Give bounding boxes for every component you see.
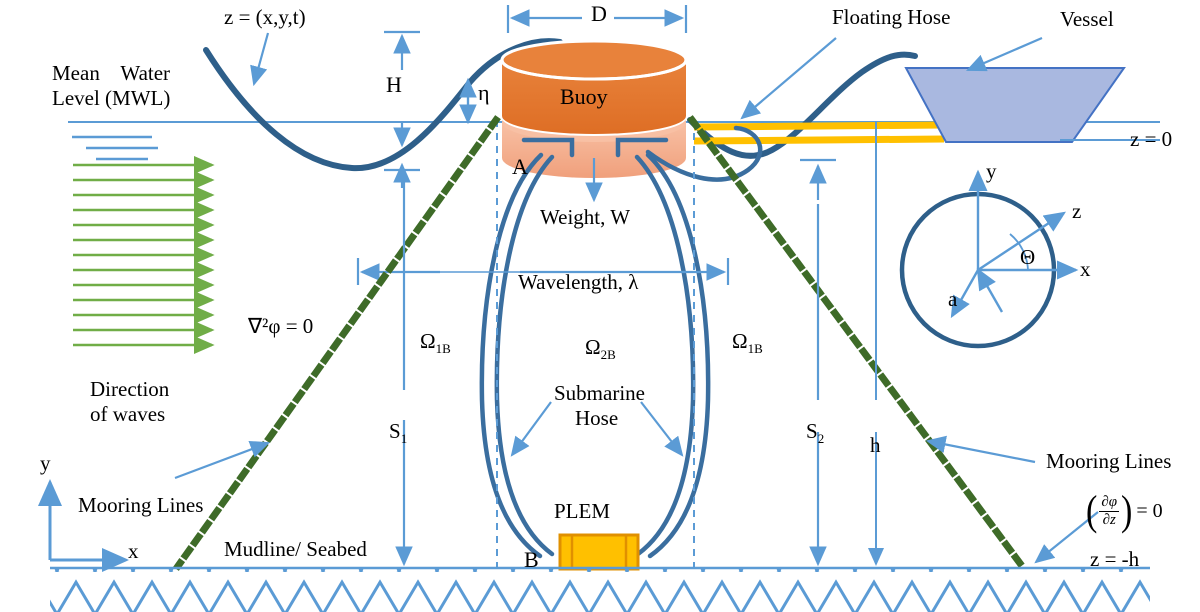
water-depth-label: h bbox=[870, 433, 881, 457]
wave-height-dimension bbox=[384, 30, 420, 188]
mooring-lines-right-label: Mooring Lines bbox=[1046, 449, 1172, 473]
vessel-label: Vessel bbox=[1060, 7, 1114, 31]
seabed bbox=[50, 566, 1150, 612]
wave-direction-label-line1: Direction bbox=[90, 377, 170, 401]
mooring-lines-left-label: Mooring Lines bbox=[78, 493, 204, 517]
vessel bbox=[904, 67, 1160, 143]
diameter-label: D bbox=[591, 1, 607, 26]
surface-elevation-pointer bbox=[250, 32, 270, 87]
floating-hose bbox=[693, 121, 945, 145]
s1-subscript: 1 bbox=[400, 431, 408, 447]
submarine-hose-label-line2: Hose bbox=[575, 406, 619, 430]
mooring-line-left-pointer bbox=[174, 440, 271, 480]
equals-zero: = 0 bbox=[1136, 500, 1163, 523]
vessel-pointer bbox=[965, 36, 1043, 72]
surface-elevation-label: z = (x,y,t) bbox=[224, 5, 306, 29]
omega-1b-right-label: Ω1B bbox=[732, 329, 763, 357]
global-axes-left bbox=[38, 479, 129, 572]
z-minus-h-label: z = -h bbox=[1090, 547, 1140, 571]
polar-coordinate-circle bbox=[899, 169, 1079, 349]
s2-symbol: S bbox=[806, 419, 818, 443]
floating-hose-pointer bbox=[740, 37, 837, 120]
omega-1b-left-subscript: 1B bbox=[435, 341, 451, 357]
diameter-dimension bbox=[506, 5, 688, 33]
paren-open: ( bbox=[1086, 488, 1098, 535]
omega-2b-subscript: 2B bbox=[600, 347, 616, 363]
omega-1b-right-subscript: 1B bbox=[747, 341, 763, 357]
point-b-label: B bbox=[524, 547, 539, 572]
mooring-line-right-pointer bbox=[925, 435, 1036, 464]
eta-label: η bbox=[478, 80, 490, 105]
axis-x-circle-label: x bbox=[1080, 257, 1091, 281]
wave-direction-arrows bbox=[73, 155, 215, 355]
omega-1b-left-symbol: Ω bbox=[420, 329, 436, 353]
submarine-hose bbox=[479, 125, 763, 559]
omega-2b-label: Ω2B bbox=[585, 335, 616, 363]
wave-direction-label-line2: of waves bbox=[90, 402, 166, 426]
weight-label: Weight, W bbox=[540, 205, 631, 229]
omega-1b-left-label: Ω1B bbox=[420, 329, 451, 357]
mudline-label: Mudline/ Seabed bbox=[224, 537, 367, 561]
s2-subscript: 2 bbox=[817, 431, 825, 447]
partial-fraction: ∂φ ∂z bbox=[1097, 494, 1121, 530]
point-a-label: A bbox=[512, 154, 528, 179]
plem bbox=[558, 533, 640, 571]
s2-label: S2 bbox=[806, 419, 825, 447]
plem-label: PLEM bbox=[554, 499, 611, 523]
floating-hose-label: Floating Hose bbox=[832, 5, 951, 29]
paren-close: ) bbox=[1121, 488, 1133, 535]
omega-2b-symbol: Ω bbox=[585, 335, 601, 359]
mooring-lines bbox=[173, 115, 1027, 571]
domain-boundary-lines bbox=[496, 120, 695, 568]
axis-z-circle-label: z bbox=[1072, 199, 1082, 223]
s1-label: S1 bbox=[389, 419, 408, 447]
mwl-label-line2: Level (MWL) bbox=[52, 86, 171, 110]
buoy-label: Buoy bbox=[560, 84, 608, 109]
axis-y-circle-label: y bbox=[986, 159, 997, 183]
mwl-label-line1: Mean Water bbox=[52, 61, 171, 85]
partial-phi: ∂φ bbox=[1099, 494, 1120, 513]
buoy bbox=[500, 39, 688, 178]
seabed-boundary-condition: ( ∂φ ∂z ) = 0 bbox=[1086, 490, 1163, 533]
axis-x-left-label: x bbox=[128, 539, 139, 563]
theta-label: Θ bbox=[1020, 245, 1036, 269]
z-zero-label: z = 0 bbox=[1130, 127, 1173, 151]
s1-symbol: S bbox=[389, 419, 401, 443]
wave-height-label: H bbox=[386, 72, 402, 97]
laplace-equation-label: ∇²φ = 0 bbox=[248, 314, 314, 338]
mwl-tick-marks bbox=[72, 135, 158, 161]
submarine-hose-pointers bbox=[510, 401, 684, 457]
partial-z: ∂z bbox=[1102, 512, 1116, 529]
submarine-hose-label-line1: Submarine bbox=[554, 381, 645, 405]
wavelength-label: Wavelength, λ bbox=[518, 270, 639, 294]
radius-a-label: a bbox=[948, 287, 958, 311]
wavelength-dimension bbox=[356, 258, 730, 285]
seabed-bc-pointer bbox=[1034, 511, 1099, 564]
omega-1b-right-symbol: Ω bbox=[732, 329, 748, 353]
s2-dimension bbox=[800, 158, 836, 567]
axis-y-left-label: y bbox=[40, 451, 51, 475]
